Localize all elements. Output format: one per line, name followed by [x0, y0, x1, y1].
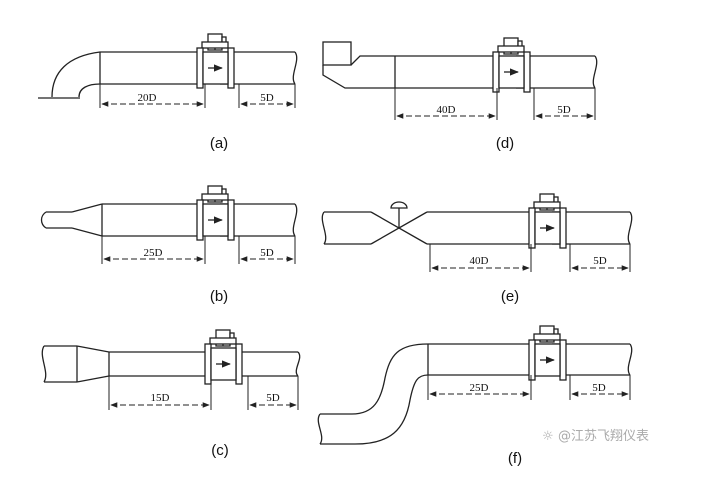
- downstream-length-label: 5D: [592, 382, 606, 394]
- diagram-c: 15D 5D (c): [41, 330, 301, 459]
- downstream-length-label: 5D: [557, 104, 571, 116]
- flowmeter-icon: [205, 330, 242, 384]
- diagram-b: 25D 5D (b): [40, 186, 298, 305]
- downstream-length-label: 5D: [266, 392, 280, 404]
- downstream-length-label: 5D: [593, 255, 607, 267]
- upstream-length-label: 25D: [144, 247, 163, 259]
- caption-e: (e): [501, 288, 519, 305]
- upstream-length-label: 40D: [437, 104, 456, 116]
- upstream-length-label: 15D: [151, 392, 170, 404]
- caption-f: (f): [508, 450, 522, 467]
- diagram-a: 20D 5D (a): [38, 34, 298, 152]
- caption-b: (b): [210, 288, 228, 305]
- diagram-d: 40D 5D (d): [322, 38, 598, 152]
- caption-c: (c): [211, 442, 229, 459]
- diagram-f: 25D 5D (f): [317, 326, 633, 467]
- flowmeter-icon: [197, 34, 234, 88]
- watermark: ☼ @江苏飞翔仪表: [542, 428, 649, 444]
- upstream-length-label: 25D: [470, 382, 489, 394]
- flowmeter-icon: [529, 326, 566, 380]
- valve-icon: [390, 201, 408, 209]
- caption-a: (a): [210, 135, 228, 152]
- watermark-text: @江苏飞翔仪表: [558, 428, 649, 444]
- downstream-length-label: 5D: [260, 247, 274, 259]
- upstream-length-label: 20D: [138, 92, 157, 104]
- flowmeter-icon: [529, 194, 566, 248]
- watermark-icon: ☼: [542, 429, 554, 444]
- caption-d: (d): [496, 135, 514, 152]
- downstream-length-label: 5D: [260, 92, 274, 104]
- flowmeter-icon: [197, 186, 234, 240]
- diagram-e: 40D 5D (e): [321, 194, 633, 305]
- upstream-length-label: 40D: [470, 255, 489, 267]
- flowmeter-icon: [493, 38, 530, 92]
